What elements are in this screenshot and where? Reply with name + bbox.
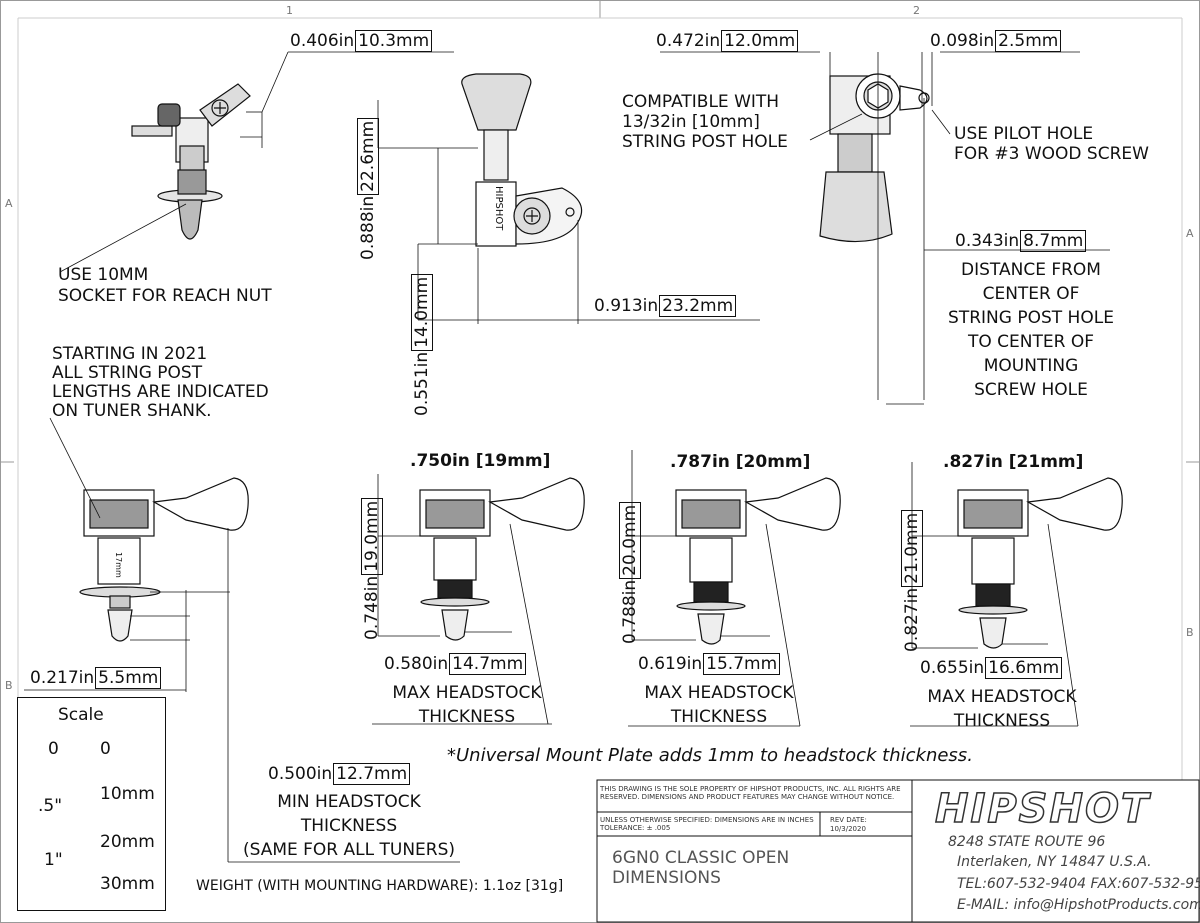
tuner-1-max-line2: THICKNESS bbox=[418, 707, 516, 727]
tuner-3-title: .827in [21mm] bbox=[943, 452, 1084, 472]
scale-in-half: .5" bbox=[38, 796, 63, 816]
tuner-1-vertical-dim: 0.748in19.0mm bbox=[361, 497, 383, 640]
tuner-lower-3-drawing bbox=[957, 477, 1123, 649]
scale-title: Scale bbox=[58, 705, 104, 725]
note-min-line1: MIN HEADSTOCK bbox=[277, 792, 421, 812]
scale-in-0: 0 bbox=[48, 739, 59, 759]
tuner-3-max-line2: THICKNESS bbox=[953, 711, 1051, 731]
dim-top-center-post: 0.551in14.0mm bbox=[411, 273, 433, 416]
note-min-line3: (SAME FOR ALL TUNERS) bbox=[242, 840, 456, 860]
svg-text:HIPSHOT: HIPSHOT bbox=[493, 186, 504, 231]
tuner-2-title: .787in [20mm] bbox=[670, 452, 811, 472]
tuner-2-vertical-dim: 0.788in20.0mm bbox=[619, 501, 641, 644]
note-socket-line1: USE 10MM bbox=[58, 265, 149, 285]
rev-date-value: 10/3/2020 bbox=[830, 825, 866, 833]
dim-top-center-height: 0.888in22.6mm bbox=[357, 117, 379, 260]
tuner-lower-2-drawing bbox=[675, 477, 841, 645]
scale-mm-0: 0 bbox=[100, 739, 111, 759]
tuner-mid-left-drawing: 17mm bbox=[79, 477, 249, 642]
tuner-top-center-drawing: HIPSHOT bbox=[461, 73, 583, 247]
note-2021-line3: LENGTHS ARE INDICATED bbox=[52, 382, 269, 402]
note-pilot-line1: USE PILOT HOLE bbox=[954, 124, 1094, 144]
grid-ref-col2: 2 bbox=[913, 4, 920, 17]
tolerance-note: UNLESS OTHERWISE SPECIFIED: DIMENSIONS A… bbox=[600, 816, 814, 832]
address-line1: 8248 STATE ROUTE 96 bbox=[948, 834, 1106, 850]
grid-ref-rowB-right: B bbox=[1186, 626, 1194, 639]
note-compatible-line3: STRING POST HOLE bbox=[622, 132, 788, 152]
drawing-title-line1: 6GN0 CLASSIC OPEN bbox=[612, 848, 790, 868]
note-distance-line6: SCREW HOLE bbox=[974, 380, 1088, 400]
note-min-line2: THICKNESS bbox=[300, 816, 398, 836]
note-distance-line5: MOUNTING bbox=[983, 356, 1079, 376]
scale-mm-10: 10mm bbox=[100, 784, 155, 804]
scale-mm-30: 30mm bbox=[100, 874, 155, 894]
dim-lines-top-left bbox=[59, 51, 454, 273]
dim-lines-top-right bbox=[660, 51, 1110, 405]
address-line3: TEL:607-532-9404 FAX:607-532-9530 bbox=[957, 876, 1200, 892]
note-socket-line2: SOCKET FOR REACH NUT bbox=[58, 286, 272, 306]
note-distance-line1: DISTANCE FROM bbox=[961, 260, 1101, 280]
note-2021-line1: STARTING IN 2021 bbox=[52, 344, 208, 364]
note-2021-line2: ALL STRING POST bbox=[52, 363, 203, 383]
rev-date-label: REV DATE: bbox=[830, 816, 867, 824]
note-compatible-line2: 13/32in [10mm] bbox=[622, 112, 760, 132]
note-compatible-line1: COMPATIBLE WITH bbox=[622, 92, 780, 112]
tuner-2-max-line2: THICKNESS bbox=[670, 707, 768, 727]
dim-lines-mid-left bbox=[24, 417, 460, 863]
drawing-title-line2: DIMENSIONS bbox=[612, 868, 721, 888]
tuner-top-right-drawing bbox=[819, 73, 930, 243]
tuner-2-max-line1: MAX HEADSTOCK bbox=[644, 683, 794, 703]
grid-ref-col1: 1 bbox=[286, 4, 293, 17]
weight-note: WEIGHT (WITH MOUNTING HARDWARE): 1.1oz [… bbox=[196, 878, 564, 894]
scale-legend bbox=[17, 697, 166, 911]
dim-lines-top-center bbox=[377, 100, 760, 324]
grid-ref-rowA: A bbox=[5, 197, 13, 210]
tuner-1-max-line1: MAX HEADSTOCK bbox=[392, 683, 542, 703]
note-pilot-line2: FOR #3 WOOD SCREW bbox=[954, 144, 1149, 164]
tuner-lower-1-drawing bbox=[419, 477, 585, 641]
svg-text:17mm: 17mm bbox=[114, 552, 123, 578]
grid-ref-rowA-right: A bbox=[1186, 227, 1194, 240]
tuner-3-max-line1: MAX HEADSTOCK bbox=[927, 687, 1077, 707]
address-line4: E-MAIL: info@HipshotProducts.com bbox=[957, 897, 1200, 913]
grid-ref-rowB: B bbox=[5, 679, 13, 692]
note-2021-line4: ON TUNER SHANK. bbox=[52, 401, 212, 421]
universal-mount-note: *Universal Mount Plate adds 1mm to heads… bbox=[447, 745, 973, 766]
tuner-1-title: .750in [19mm] bbox=[410, 451, 551, 471]
hipshot-logo: HIPSHOT bbox=[934, 785, 1151, 833]
tuner-top-left-drawing bbox=[131, 83, 251, 240]
property-note: THIS DRAWING IS THE SOLE PROPERTY OF HIP… bbox=[600, 785, 901, 801]
scale-mm-20: 20mm bbox=[100, 832, 155, 852]
note-distance-line4: TO CENTER OF bbox=[968, 332, 1094, 352]
tuner-3-vertical-dim: 0.827in21.0mm bbox=[901, 509, 923, 652]
address-line2: Interlaken, NY 14847 U.S.A. bbox=[957, 854, 1152, 870]
title-block-lines bbox=[596, 779, 1200, 923]
scale-in-1: 1" bbox=[44, 850, 63, 870]
dim-lines-lower bbox=[372, 450, 1079, 727]
note-distance-line3: STRING POST HOLE bbox=[948, 308, 1114, 328]
note-distance-line2: CENTER OF bbox=[982, 284, 1080, 304]
